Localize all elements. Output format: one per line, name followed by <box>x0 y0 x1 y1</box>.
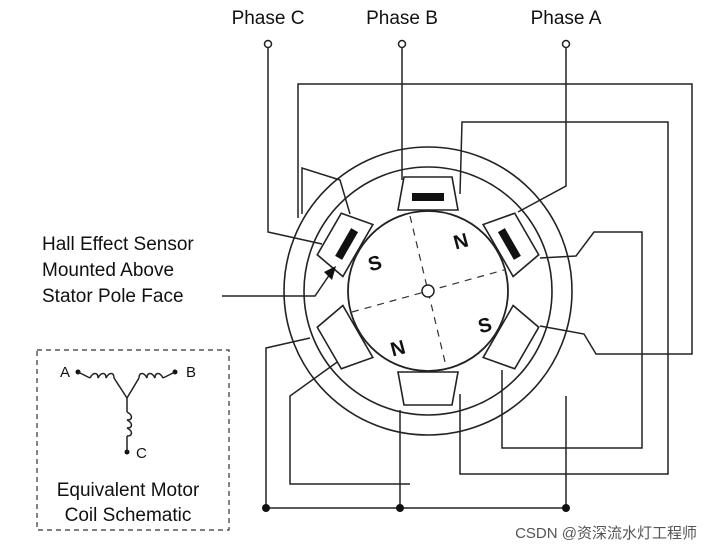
phase-a-label: Phase A <box>531 8 602 29</box>
stator <box>283 146 573 436</box>
rotor-pole-s-left: S <box>366 252 385 277</box>
phase-c-label: Phase C <box>232 8 305 29</box>
neutral-bus <box>262 396 570 512</box>
schematic-title-line2: Coil Schematic <box>65 505 192 526</box>
schematic-title-line1: Equivalent Motor <box>57 480 200 501</box>
rotor-pole-n-bottom: N <box>388 337 408 362</box>
watermark: CSDN @资深流水灯工程师 <box>515 525 697 542</box>
rotor-shaft <box>421 284 435 298</box>
phase-a-terminal <box>561 39 571 49</box>
phase-lead-wires <box>267 48 567 245</box>
coil-terminal-a: A <box>60 364 70 381</box>
coil-terminal-c: C <box>136 445 147 462</box>
rotor <box>347 210 509 372</box>
phase-b-label: Phase B <box>366 8 438 29</box>
hall-label-line3: Stator Pole Face <box>42 286 184 307</box>
stator-poles <box>316 176 540 406</box>
phase-c-terminal <box>263 39 273 49</box>
coil-schematic <box>36 349 230 531</box>
coil-terminal-b: B <box>186 364 196 381</box>
rotor-pole-n-top: N <box>451 230 471 255</box>
hall-sensor-callout: Hall Effect Sensor Mounted Above Stator … <box>42 234 336 307</box>
winding-interconnects <box>265 83 693 508</box>
phase-b-terminal <box>397 39 407 49</box>
hall-label-line2: Mounted Above <box>42 260 174 281</box>
hall-label-line1: Hall Effect Sensor <box>42 234 194 255</box>
rotor-pole-s-right: S <box>476 314 495 339</box>
